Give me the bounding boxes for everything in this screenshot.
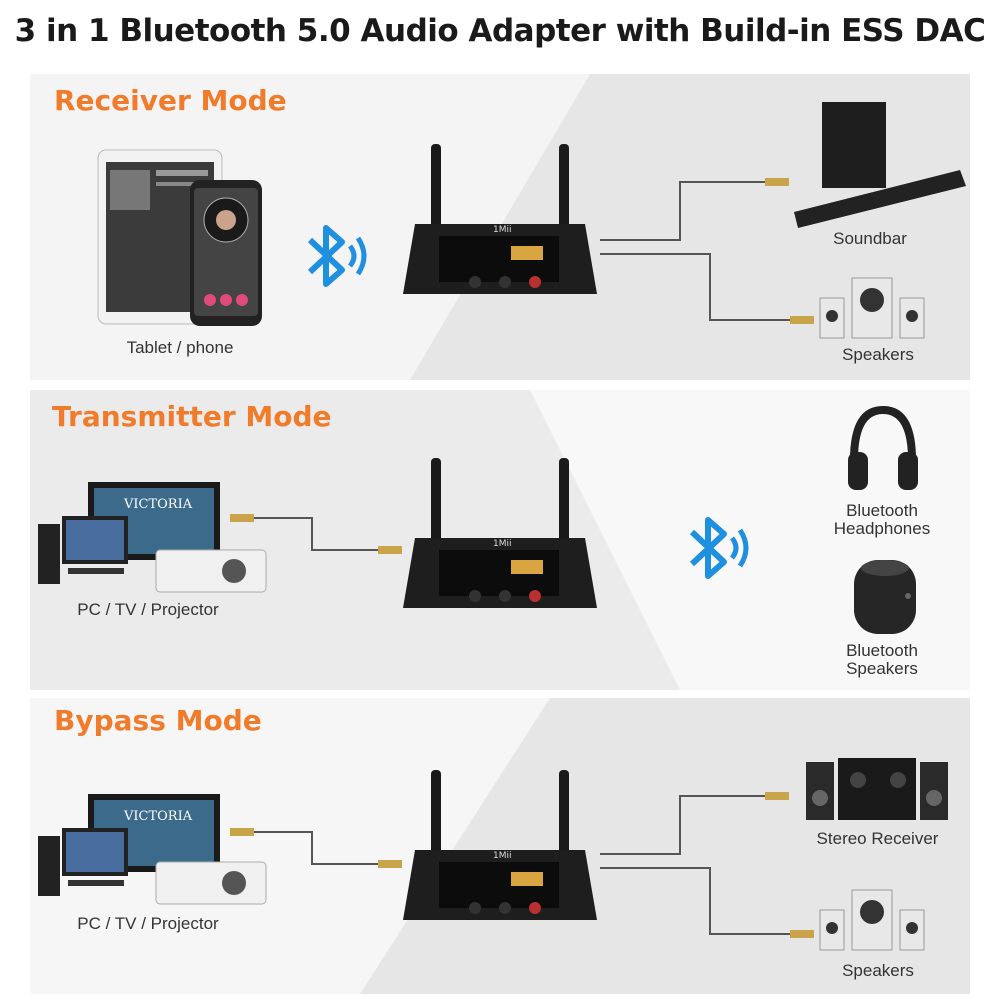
- svg-text:VICTORIA: VICTORIA: [123, 497, 193, 512]
- bluetooth-icon: [307, 225, 367, 287]
- receiver-mode-panel: Receiver Mode Tablet / phone 1Mii: [30, 74, 970, 380]
- audio-cables: [230, 792, 814, 938]
- svg-text:1Mii: 1Mii: [493, 225, 512, 235]
- speakers-image: [819, 889, 925, 951]
- audio-cable: [230, 514, 402, 554]
- svg-text:1Mii: 1Mii: [493, 539, 512, 549]
- bluetooth-icon: [689, 517, 749, 579]
- output-1-label-line1: Bluetooth: [846, 501, 918, 520]
- source-label: Tablet / phone: [126, 338, 234, 357]
- mode-title: Bypass Mode: [54, 704, 262, 737]
- pc-tv-projector-image: VICTORIA: [38, 482, 267, 593]
- tablet-phone-image: [97, 149, 262, 326]
- adapter-device-image: 1Mii: [403, 144, 597, 294]
- stereo-receiver-image: [806, 758, 948, 820]
- mode-title: Transmitter Mode: [52, 400, 332, 433]
- output-2-label: Speakers: [842, 345, 914, 364]
- output-1-label: Stereo Receiver: [816, 829, 939, 848]
- headphones-image: [848, 405, 918, 490]
- output-2-label-line1: Bluetooth: [846, 641, 918, 660]
- source-label: PC / TV / Projector: [77, 600, 219, 619]
- mode-title: Receiver Mode: [54, 84, 287, 117]
- speakers-image: [819, 277, 925, 339]
- adapter-device-image: 1Mii: [403, 770, 597, 920]
- svg-text:1Mii: 1Mii: [493, 851, 512, 861]
- output-2-label: Bluetooth Speakers: [822, 642, 942, 678]
- adapter-device-image: 1Mii: [403, 458, 597, 608]
- bluetooth-speaker-image: [854, 560, 916, 634]
- output-1-label-line2: Headphones: [833, 519, 931, 538]
- soundbar-image: [794, 102, 966, 228]
- page-title: 3 in 1 Bluetooth 5.0 Audio Adapter with …: [14, 13, 986, 49]
- audio-cables: [600, 178, 814, 324]
- output-2-label: Speakers: [842, 961, 914, 980]
- pc-tv-projector-image: VICTORIA: [38, 794, 267, 905]
- transmitter-mode-panel: Transmitter Mode VICTORIA PC / TV / Proj…: [30, 390, 970, 690]
- svg-text:VICTORIA: VICTORIA: [123, 809, 193, 824]
- bypass-mode-panel: Bypass Mode VICTORIA PC / TV / Projector…: [30, 698, 970, 994]
- output-2-label-line2: Speakers: [846, 659, 918, 678]
- output-1-label: Soundbar: [833, 229, 907, 248]
- output-1-label: Bluetooth Headphones: [822, 502, 942, 538]
- source-label: PC / TV / Projector: [77, 914, 219, 933]
